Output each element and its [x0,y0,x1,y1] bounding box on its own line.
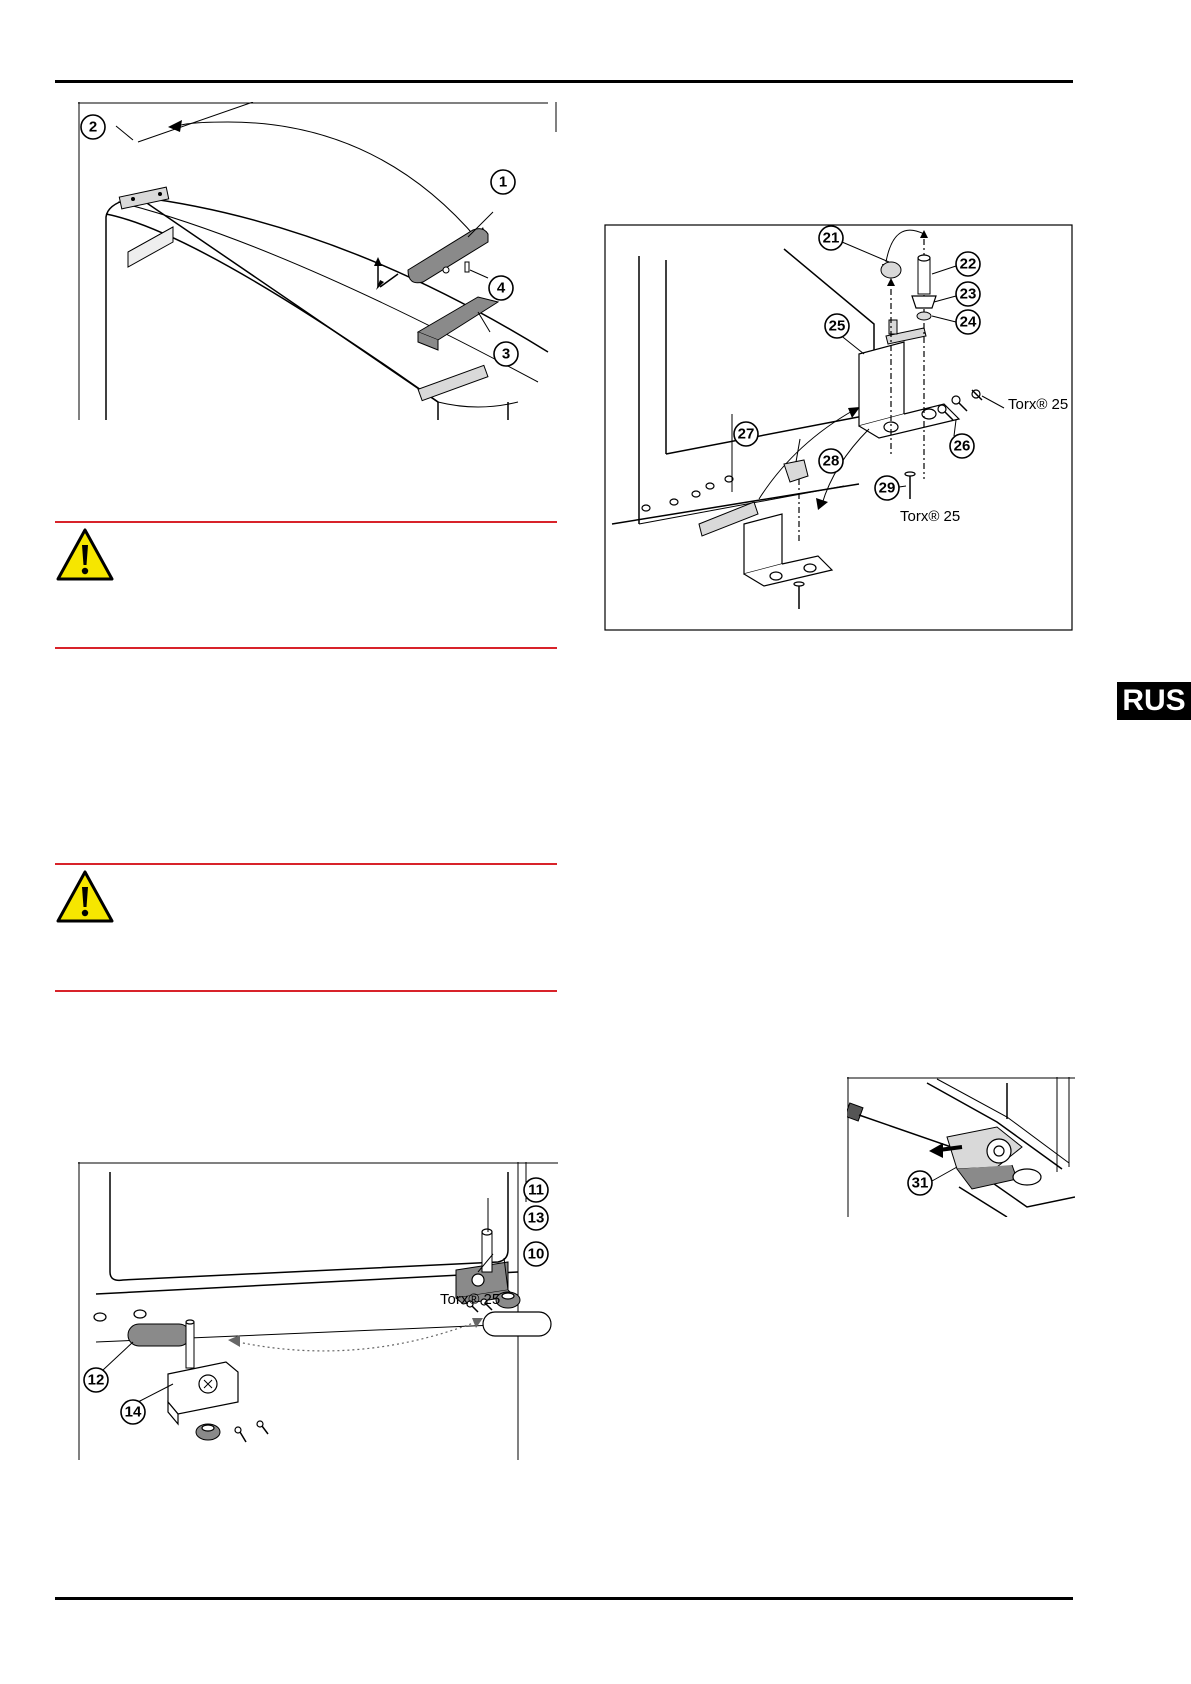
svg-text:26: 26 [954,438,971,455]
svg-text:27: 27 [738,426,755,443]
callout-4: 4 [488,275,514,301]
warning-rule-top-2 [55,863,557,865]
figure-door-hinge: Torx® 25 11 13 10 12 14 [78,1162,558,1460]
torx-label-2: Torx® 25 [900,508,960,525]
callout-29: 29 [874,475,900,501]
svg-text:13: 13 [528,1210,545,1227]
svg-text:1: 1 [499,174,507,191]
warning-rule-bottom-2 [55,990,557,992]
language-tab: RUS [1117,682,1191,720]
svg-text:10: 10 [528,1246,545,1263]
warning-rule-bottom-1 [55,647,557,649]
callout-10: 10 [523,1241,549,1267]
svg-text:2: 2 [89,119,97,136]
warning-rule-top-1 [55,521,557,523]
callout-28: 28 [818,448,844,474]
callout-21: 21 [818,225,844,251]
callout-27: 27 [733,421,759,447]
svg-text:23: 23 [960,286,977,303]
callout-22: 22 [955,251,981,277]
svg-text:29: 29 [879,480,896,497]
svg-text:3: 3 [502,346,510,363]
svg-text:12: 12 [88,1372,105,1389]
callout-11: 11 [523,1177,549,1203]
callout-25: 25 [824,313,850,339]
svg-text:21: 21 [823,230,840,247]
figure-hinge-exploded: Torx® 25 Torx® 25 21 22 23 24 25 26 27 2… [604,224,1074,632]
torx-label-1: Torx® 25 [1008,396,1068,413]
callout-24: 24 [955,309,981,335]
svg-text:4: 4 [497,280,506,297]
callout-31: 31 [907,1170,933,1196]
svg-text:24: 24 [960,314,977,331]
warning-triangle-icon [55,869,115,925]
torx-label: Torx® 25 [440,1291,500,1308]
svg-text:11: 11 [528,1182,544,1199]
svg-text:22: 22 [960,256,977,273]
figure-top-cover: 1 2 3 4 [78,102,558,420]
svg-text:31: 31 [912,1175,929,1192]
callout-14: 14 [120,1399,146,1425]
callout-13: 13 [523,1205,549,1231]
callout-23: 23 [955,281,981,307]
callout-12: 12 [83,1367,109,1393]
callout-26: 26 [949,433,975,459]
figure-screwdriver: 31 [847,1077,1075,1217]
callout-2: 2 [80,114,106,140]
callout-3: 3 [493,341,519,367]
header-rule [55,80,1073,83]
svg-text:25: 25 [829,318,846,335]
svg-text:28: 28 [823,453,840,470]
warning-triangle-icon [55,527,115,583]
callout-1: 1 [490,169,516,195]
svg-text:14: 14 [125,1404,142,1421]
footer-rule [55,1597,1073,1600]
